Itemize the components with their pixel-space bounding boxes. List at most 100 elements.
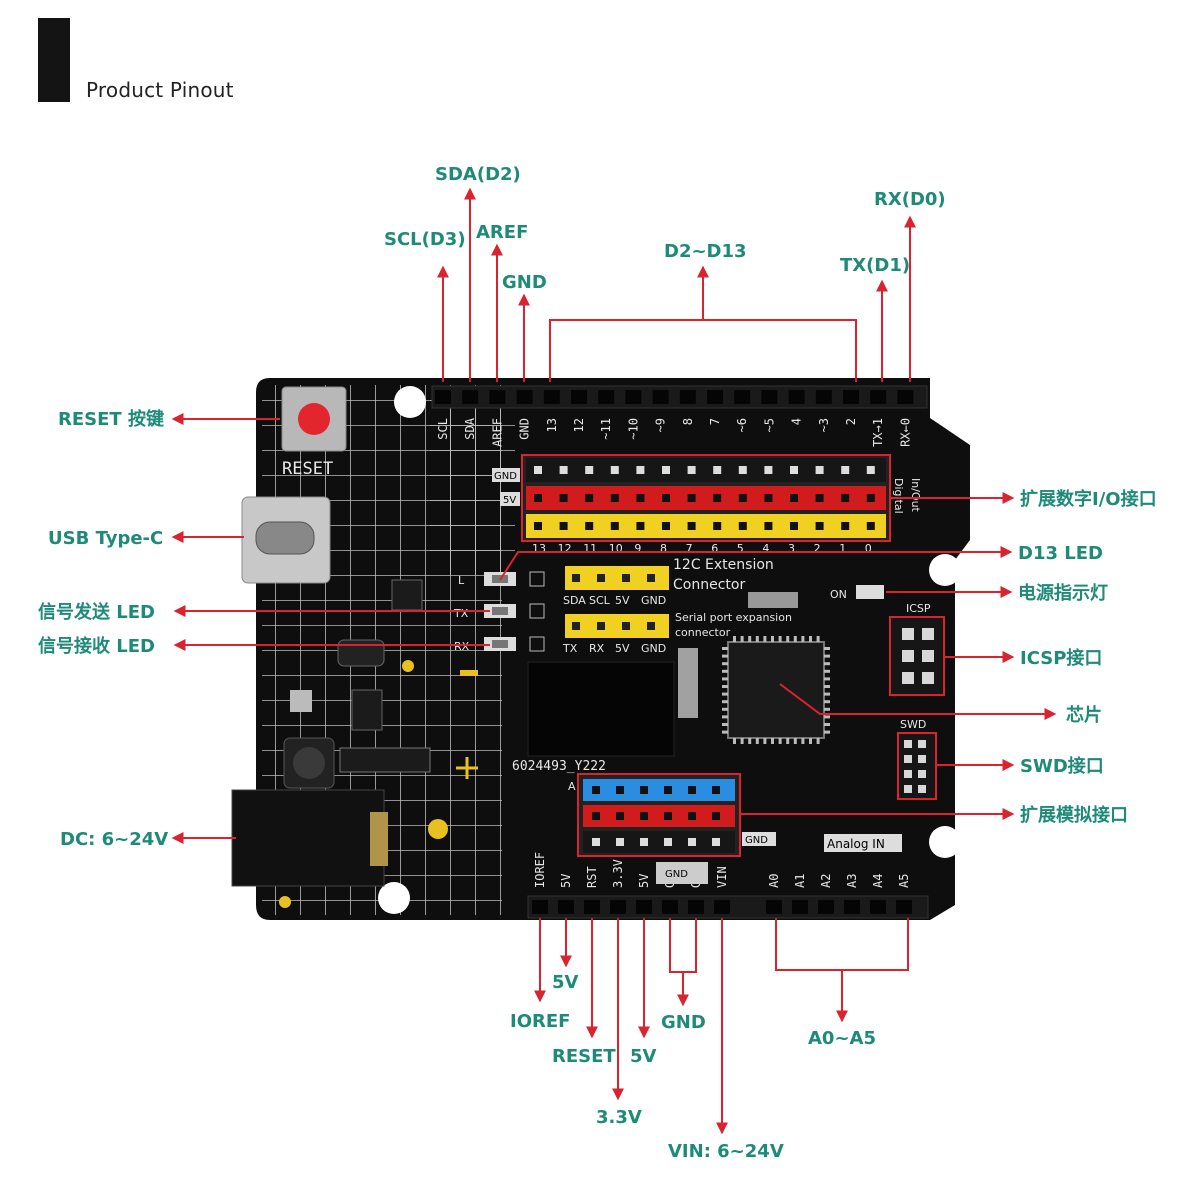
top-pin-label: SCL [436,418,450,440]
digital-io-rows [526,458,886,538]
header-slot [625,390,642,404]
header-slot [532,900,548,914]
bottom-pin-label: IOREF [533,852,547,888]
mcu-pin [824,654,830,658]
mcu-pin [722,677,728,681]
analog-pin [688,812,696,820]
mcu-pin [816,636,820,642]
digital-io-pin [534,522,542,530]
digital-io-pin [534,494,542,502]
callouts-bottom: 5V IOREF RESET 5V GND 3.3V VIN: 6~24V A0… [510,918,909,1162]
digital-io-pin [841,522,850,530]
gnd-tag: GND [494,471,517,482]
digital-io-pin [585,494,594,502]
header-pin-label: 5V [615,642,630,655]
callout-5v-a: 5V [552,972,579,993]
analog-pin [592,786,600,794]
mcu-pin [755,636,759,642]
reset-button-cap [298,403,330,435]
bottom-gnd-tag: GND [665,869,688,880]
digital-io-pin [815,494,824,502]
callout-5v-b: 5V [630,1046,657,1067]
led-group: L TX RX [453,571,545,653]
top-pin-label: SDA [463,417,477,439]
i2c-overlay-label-2: Connector [673,577,745,593]
header-slot [679,390,696,404]
digital-io-pin-number: 1 [839,542,846,555]
digital-io-row [526,486,886,510]
analog-pin [616,786,624,794]
header-slot [788,390,805,404]
mcu-pin [824,677,830,681]
digital-io-pin [764,494,773,502]
mcu-pin [824,692,830,696]
mcu-pin [763,636,767,642]
mcu-pin [824,647,830,650]
mcu-pin [816,738,820,744]
top-pin-label: ~5 [762,418,776,432]
mcu-pin [722,647,728,650]
analog-row [583,805,735,827]
digital-io-pin [790,522,798,530]
digital-io-pin-number: 13 [532,542,546,555]
header-slot [870,900,886,914]
header-pin [597,574,605,582]
bottom-pin-label: A2 [819,874,833,888]
bottom-pin-label: 3.3V [611,859,625,888]
callout-icsp: ICSP接口 [1020,647,1102,669]
header-slot [818,900,834,914]
icsp-pin [902,672,914,684]
led-tx-label: TX [453,607,469,620]
bottom-pin-label: A3 [845,874,859,888]
digital-io-pin-number: 10 [609,542,623,555]
bottom-pin-label: 5V [559,874,573,888]
header-slot [462,390,479,404]
analog-gnd-tag: GND [745,835,768,846]
callout-digital-io: 扩展数字I/O接口 [1020,488,1157,510]
header-slot [792,900,808,914]
digital-io-pin-number: 2 [814,542,821,555]
mcu-pin [786,636,790,642]
bottom-pin-label: A4 [871,874,885,888]
i2c-overlay-label: 12C Extension [673,557,774,573]
callout-rx-led: 信号接收 LED [38,635,155,657]
analog-pin [664,786,672,794]
mcu-pin [778,738,782,744]
header-slot [610,900,626,914]
analog-pin [640,786,648,794]
header-slot [844,900,860,914]
mcu-pin [722,669,728,673]
header-slot [707,390,723,404]
swd-pin [918,785,926,793]
header-slot [734,390,751,404]
mcu-pin [809,738,812,744]
callout-d2-d13: D2~D13 [664,241,747,262]
header-pin-label: SCL [589,594,611,607]
analog-pin [688,838,696,846]
swd-pin [904,770,912,778]
analog-pin [592,812,600,820]
header-pin-label: 5V [615,594,630,607]
callout-chip: 芯片 [1066,704,1102,726]
callout-gnd-bottom: GND [661,1012,706,1033]
digital-io-pin [713,494,722,502]
top-pin-label: 7 [708,418,722,425]
power-led [856,585,884,599]
header-pin-label: GND [641,642,666,655]
digital-io-pin-number: 3 [788,542,795,555]
digital-io-pin [866,522,875,530]
header-slot [870,390,887,404]
mcu-pin [824,730,830,734]
digital-io-pin-number: 9 [634,542,641,555]
header-slot [897,390,914,404]
serial-overlay-label-2: connector [675,626,731,639]
header-slot [843,390,859,404]
callout-analog-ext: 扩展模拟接口 [1020,804,1128,826]
digital-io-pin-number: 7 [686,542,693,555]
swd-pin [918,755,926,763]
top-pin-label: 2 [844,418,858,425]
secondary-chip [527,661,675,757]
